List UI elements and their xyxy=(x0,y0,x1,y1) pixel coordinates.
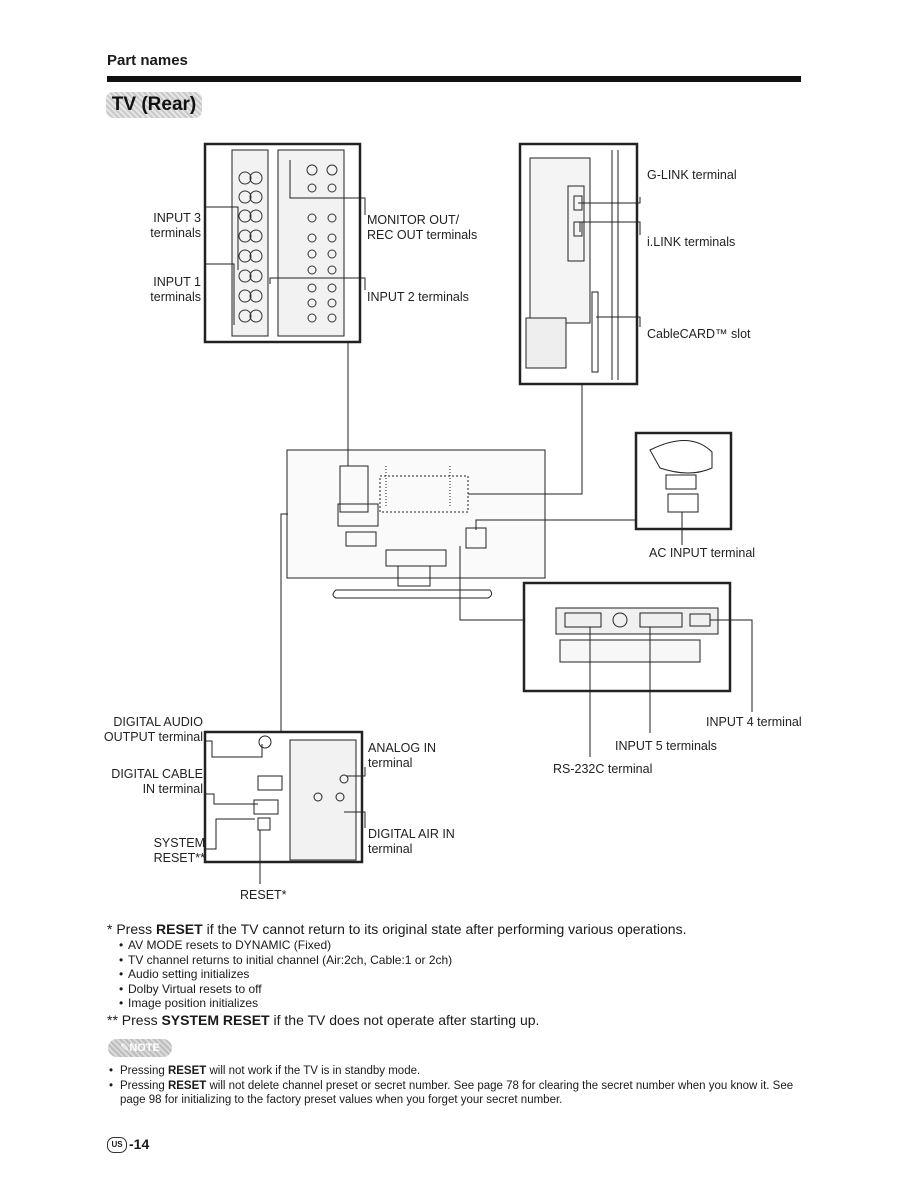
section-title: Part names xyxy=(107,52,188,69)
note-block: Pressing RESET will not work if the TV i… xyxy=(107,1064,812,1108)
label-monitor-out: MONITOR OUT/REC OUT terminals xyxy=(367,213,478,242)
reset-item: AV MODE resets to DYNAMIC (Fixed) xyxy=(119,938,807,953)
label-input4: INPUT 4 terminal xyxy=(706,715,802,729)
inset-digital-audio xyxy=(203,730,364,864)
label-ac-input: AC INPUT terminal xyxy=(649,546,756,560)
label-input5: INPUT 5 terminals xyxy=(615,739,717,753)
label-reset: RESET* xyxy=(240,888,287,902)
note-item: Pressing RESET will not delete channel p… xyxy=(109,1079,812,1108)
reset-item: Audio setting initializes xyxy=(119,967,807,982)
pencil-icon: ✎ xyxy=(120,1042,130,1054)
note-item: Pressing RESET will not work if the TV i… xyxy=(109,1064,812,1079)
system-reset-note: ** Press SYSTEM RESET if the TV does not… xyxy=(107,1011,540,1028)
inset-rs232c-hdmi xyxy=(522,581,732,693)
inset-av-inputs xyxy=(203,142,362,344)
reset-note: * Press RESET if the TV cannot return to… xyxy=(107,921,687,937)
label-input2: INPUT 2 terminals xyxy=(367,290,469,304)
label-rs232c: RS-232C terminal xyxy=(553,762,653,776)
reset-item: Image position initializes xyxy=(119,996,807,1011)
page-number: US-14 xyxy=(107,1136,149,1154)
region-badge: US xyxy=(107,1137,127,1154)
inset-ac-input xyxy=(634,431,733,531)
title-rule xyxy=(107,76,801,82)
reset-item: TV channel returns to initial channel (A… xyxy=(119,953,807,968)
reset-notes: * Press RESET if the TV cannot return to… xyxy=(107,920,807,1029)
label-glink: G-LINK terminal xyxy=(647,168,737,182)
tv-rear-badge: TV (Rear) xyxy=(106,92,202,118)
inset-digital-ports xyxy=(518,142,639,386)
note-badge: ✎NOTE xyxy=(108,1039,172,1057)
label-ilink: i.LINK terminals xyxy=(647,235,736,249)
tv-rear-body xyxy=(286,449,546,579)
label-cablecard: CableCARD™ slot xyxy=(647,327,751,341)
reset-item: Dolby Virtual resets to off xyxy=(119,982,807,997)
